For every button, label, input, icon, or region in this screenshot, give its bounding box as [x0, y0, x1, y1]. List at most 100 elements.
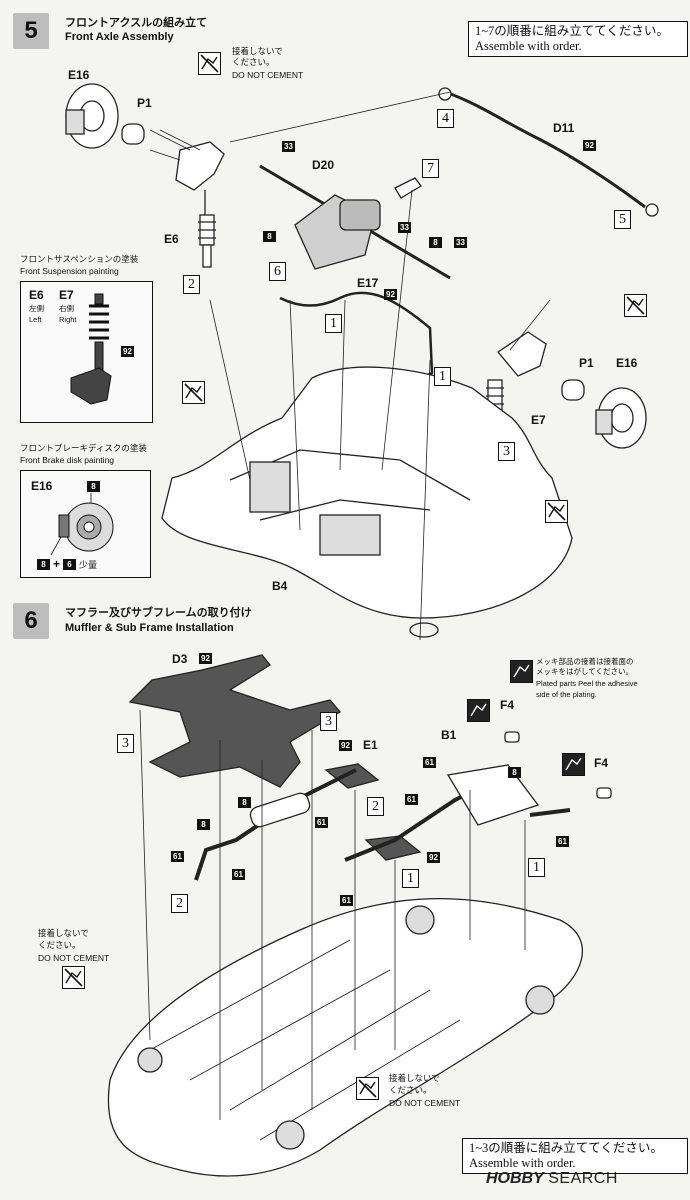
- order-number: 7: [422, 159, 439, 178]
- paint-code: 61: [405, 794, 418, 805]
- left-en: Left: [29, 315, 42, 324]
- paint-code: 8: [37, 558, 50, 570]
- paint-code: 92: [427, 852, 440, 863]
- order-number: 3: [117, 734, 134, 753]
- watermark-brand: HOBBY: [486, 1170, 544, 1187]
- order-number: 5: [614, 210, 631, 229]
- right-en: Right: [59, 315, 77, 324]
- no-cement-jp1: 接着しないで: [389, 1073, 440, 1083]
- part-label: D3: [172, 652, 188, 666]
- step-title-jp: マフラー及びサブフレームの取り付け: [65, 607, 252, 619]
- part-label: B4: [272, 579, 288, 593]
- plating-icon: [562, 753, 585, 776]
- plated-note-jp1: メッキ部品の接着は接着面の: [536, 657, 634, 666]
- order-note: 1~3の順番に組み立ててください。 Assemble with order.: [462, 1138, 688, 1174]
- watermark-search: SEARCH: [548, 1170, 618, 1187]
- part-label: D11: [553, 121, 575, 135]
- plus-sign: +: [53, 557, 61, 571]
- paint-code: 92: [339, 740, 352, 751]
- order-number: 1: [528, 858, 545, 877]
- part-label: B1: [441, 728, 457, 742]
- no-cement-icon: [356, 1077, 379, 1100]
- order-note-en: Assemble with order.: [469, 1156, 576, 1170]
- no-cement-icon: [62, 966, 85, 989]
- mix-instruction: 8 + 6 少量: [37, 557, 97, 571]
- strut-drawing: [70, 293, 112, 405]
- part-label: E7: [531, 413, 546, 427]
- paint-code: 6: [63, 558, 77, 570]
- no-cement-en: DO NOT CEMENT: [232, 70, 304, 80]
- step-number: 6: [13, 603, 49, 639]
- no-cement-jp2: ください。: [232, 57, 275, 67]
- part-label: F4: [500, 698, 515, 712]
- paint-code: 33: [398, 222, 411, 233]
- part-label: P1: [137, 96, 152, 110]
- order-number: 4: [437, 109, 454, 128]
- no-cement-icon: [198, 52, 221, 75]
- order-note-en: Assemble with order.: [475, 39, 582, 53]
- susp-panel-title-jp: フロントサスペンションの塗装: [20, 254, 139, 264]
- part-label: E16: [31, 479, 53, 493]
- paint-code: 33: [282, 141, 295, 152]
- part-label: P1: [579, 356, 594, 370]
- paint-code: 8: [238, 797, 251, 808]
- no-cement-jp2: ください。: [389, 1085, 432, 1095]
- paint-code: 92: [583, 140, 596, 151]
- plated-note-en2: side of the plating.: [536, 690, 597, 699]
- brake-panel-title-jp: フロントブレーキディスクの塗装: [20, 443, 147, 453]
- step-title-jp: フロントアクスルの組み立て: [65, 17, 208, 29]
- order-number: 1: [434, 367, 451, 386]
- part-label: E7: [59, 288, 74, 302]
- paint-code: 8: [263, 231, 276, 242]
- no-cement-en: DO NOT CEMENT: [38, 953, 110, 963]
- plating-icon: [467, 699, 490, 722]
- part-label: E17: [357, 276, 379, 290]
- paint-code: 61: [171, 851, 184, 862]
- paint-code: 61: [315, 817, 328, 828]
- part-label: E6: [29, 288, 44, 302]
- part-label: E16: [616, 356, 638, 370]
- no-cement-jp1: 接着しないで: [232, 46, 283, 56]
- order-note: 1~7の順番に組み立ててください。 Assemble with order.: [468, 21, 688, 57]
- plating-icon: [510, 660, 533, 683]
- order-number: 3: [320, 712, 337, 731]
- order-number: 2: [171, 894, 188, 913]
- brake-panel-title-en: Front Brake disk painting: [20, 455, 115, 465]
- suspension-painting-panel: E6 E7 左側 右側 Left Right 92: [20, 281, 153, 423]
- part-label: D20: [312, 158, 335, 172]
- part-label: E6: [164, 232, 179, 246]
- paint-code: 61: [232, 869, 245, 880]
- order-number: 2: [367, 797, 384, 816]
- mix-note: 少量: [79, 559, 98, 570]
- order-number: 1: [325, 314, 342, 333]
- paint-code: 33: [454, 237, 467, 248]
- paint-code: 8: [508, 767, 521, 778]
- paint-code: 8: [429, 237, 442, 248]
- order-note-jp: 1~3の順番に組み立ててください。: [469, 1141, 663, 1155]
- order-number: 1: [402, 869, 419, 888]
- order-number: 6: [269, 262, 286, 281]
- no-cement-icon: [545, 500, 568, 523]
- no-cement-icon: [624, 294, 647, 317]
- paint-code: 8: [197, 819, 210, 830]
- step-title-en: Muffler & Sub Frame Installation: [65, 622, 234, 634]
- part-label: F4: [594, 756, 609, 770]
- step-number: 5: [13, 13, 49, 49]
- step-title-en: Front Axle Assembly: [65, 31, 174, 43]
- no-cement-en: DO NOT CEMENT: [389, 1098, 461, 1108]
- brake-painting-panel: E16 8 8 + 6 少量: [20, 470, 151, 578]
- watermark: HOBBY SEARCH: [486, 1170, 618, 1188]
- part-label: E1: [363, 738, 378, 752]
- paint-code: 61: [340, 895, 353, 906]
- no-cement-jp2: ください。: [38, 940, 81, 950]
- order-number: 2: [183, 275, 200, 294]
- paint-code: 92: [121, 346, 134, 357]
- right-jp: 右側: [59, 304, 74, 313]
- brake-disk-drawing: [50, 493, 114, 556]
- order-number: 3: [498, 442, 515, 461]
- plated-note-en1: Plated parts Peel the adhesive: [536, 679, 638, 688]
- susp-panel-title-en: Front Suspension painting: [20, 266, 119, 276]
- order-note-jp: 1~7の順番に組み立ててください。: [475, 24, 669, 38]
